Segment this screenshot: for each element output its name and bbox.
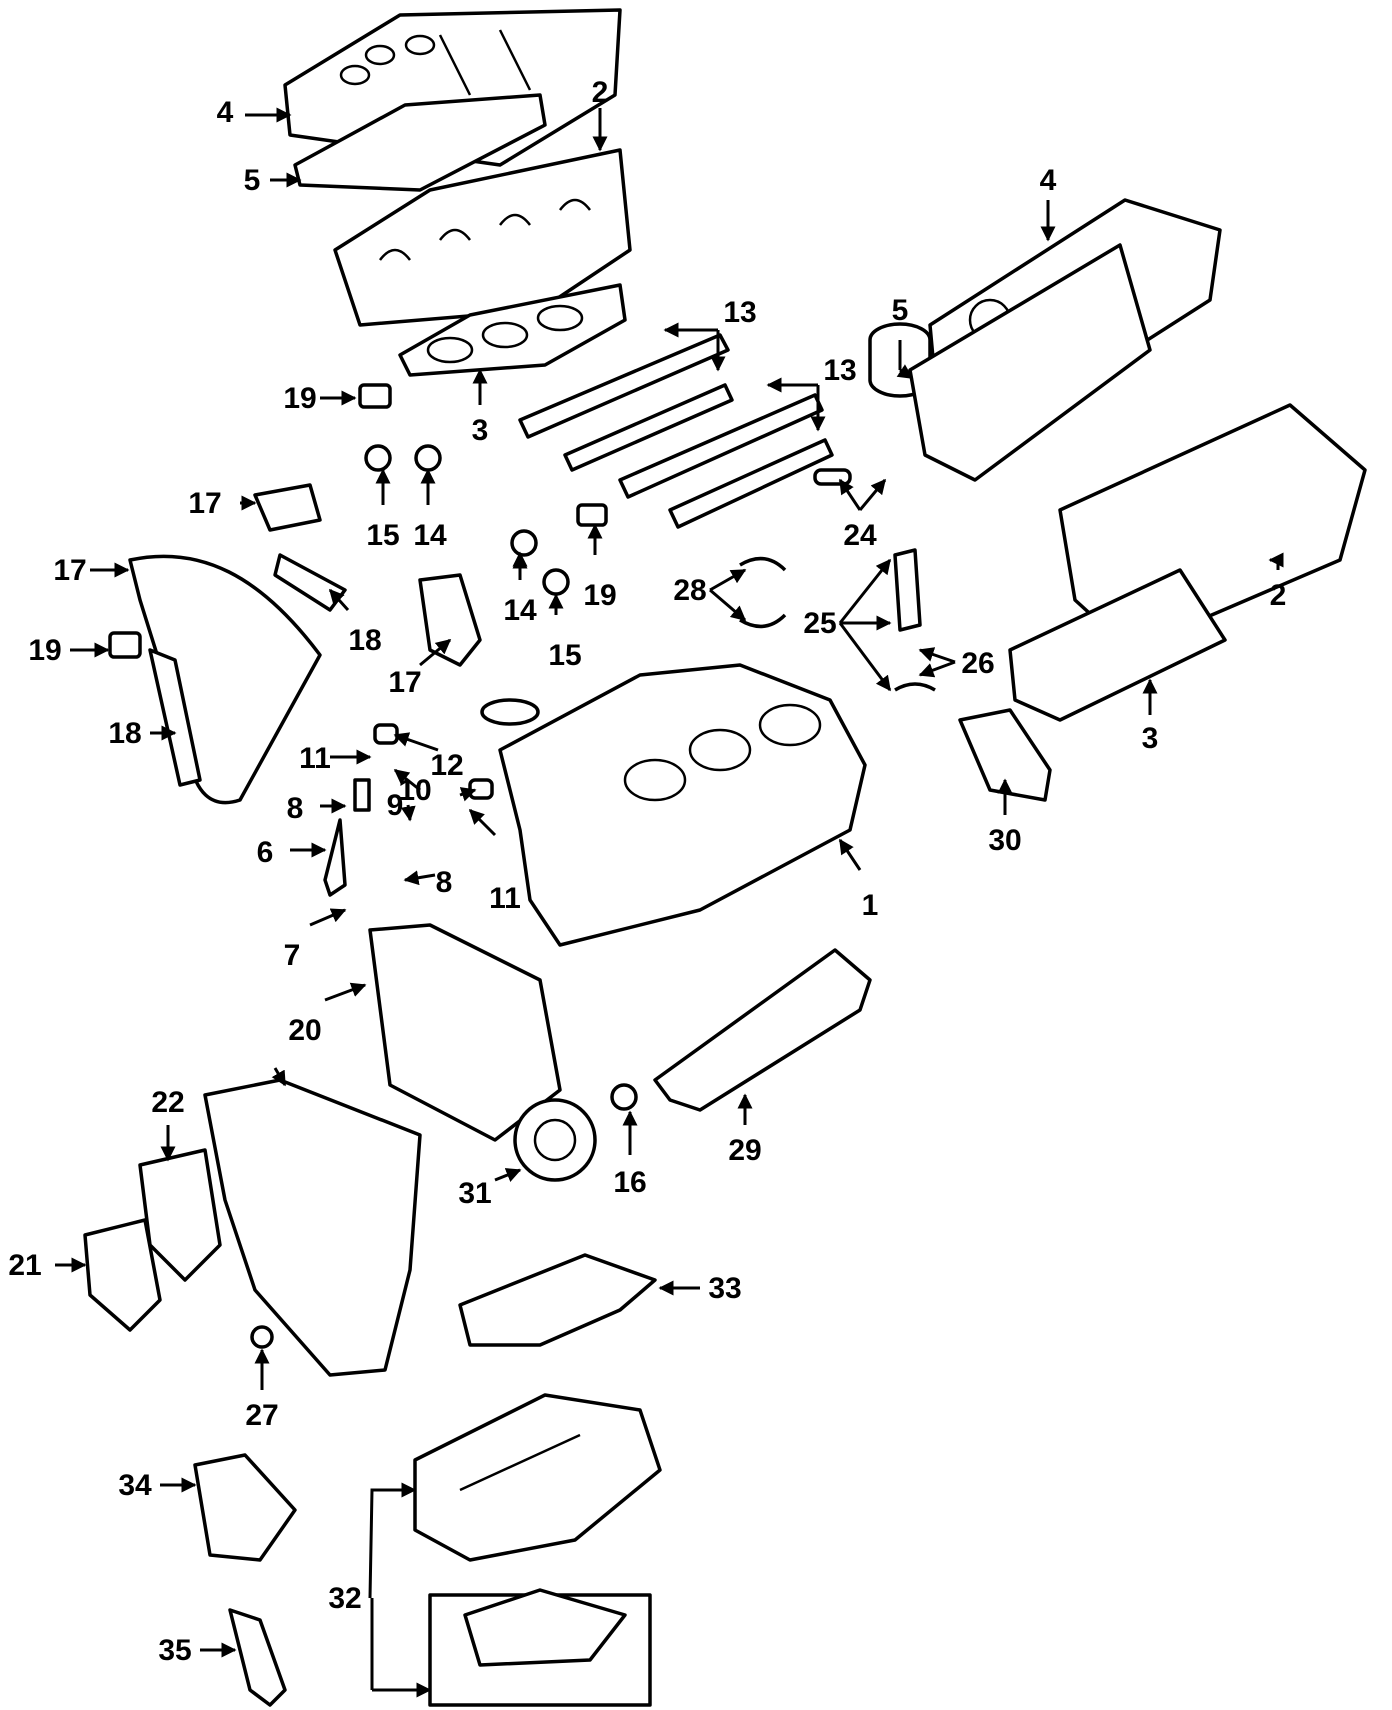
callout-19: 19 [583,579,616,612]
callout-18: 18 [348,624,381,657]
callouts-layer: 1 2 2 3 3 4 4 5 5 6 7 8 8 9 10 11 11 12 … [8,76,1286,1667]
callout-6: 6 [257,836,274,869]
valve-lifter [373,723,399,745]
camshafts [518,333,834,529]
callout-17: 17 [388,666,421,699]
callout-13: 13 [823,354,856,387]
intake-valve [323,818,347,897]
callout-3: 3 [472,414,489,447]
cam-sprocket-15a [364,444,392,472]
callout-33: 33 [708,1272,741,1305]
callout-30: 30 [988,824,1021,857]
front-crank-seal [250,1325,274,1349]
callout-24: 24 [843,519,877,552]
crank-sprocket [610,1083,638,1111]
callout-4: 4 [1040,164,1057,197]
oil-pump [193,1453,297,1562]
callout-14: 14 [503,594,537,627]
callout-13: 13 [723,296,756,329]
oil-pan [413,1393,662,1562]
cam-sprocket-14b [510,529,538,557]
callout-27: 27 [245,1399,278,1432]
parts-layer [83,8,1367,1707]
front-timing-cover [203,1078,422,1377]
callout-22: 22 [151,1086,184,1119]
rod-bearings [739,556,787,629]
callout-16: 16 [613,1166,646,1199]
callout-15: 15 [548,639,581,672]
cylinder-head-left [333,148,632,327]
callout-1: 1 [862,889,879,922]
callout-12: 12 [430,749,463,782]
callout-17: 17 [188,487,221,520]
callout-19: 19 [283,382,316,415]
engine-block [498,663,867,947]
callout-19: 19 [28,634,61,667]
callout-21: 21 [8,1249,41,1282]
callout-2: 2 [592,76,609,109]
callout-28: 28 [673,574,706,607]
chain-tensioner-upper [273,553,347,612]
piston [813,322,932,486]
rear-main-seal [958,708,1052,802]
callout-18: 18 [108,717,141,750]
callout-29: 29 [728,1134,761,1167]
crank-pulley [513,1098,597,1182]
callout-4: 4 [217,96,234,129]
cam-sprocket-14a [414,444,442,472]
cam-bracket-left [108,631,142,659]
lower-oil-pan [463,1588,627,1667]
callout-11: 11 [489,882,521,915]
crankshaft [653,948,872,1112]
callout-17: 17 [53,554,86,587]
callout-35: 35 [158,1634,191,1667]
timing-chain-guide [253,483,322,532]
callout-25: 25 [803,607,836,640]
callout-32: 32 [328,1582,361,1615]
timing-cover-inner [368,923,562,1142]
callout-8: 8 [287,792,304,825]
callout-9: 9 [387,789,404,822]
valve-spring [353,778,371,812]
callout-8: 8 [436,866,453,899]
cam-sprocket-15b [542,568,570,596]
callout-20: 20 [288,1014,321,1047]
oil-pickup [228,1608,287,1707]
rod-cap [894,682,936,692]
callout-15: 15 [366,519,399,552]
callout-3: 3 [1142,722,1159,755]
water-pump [83,1218,162,1332]
callout-2: 2 [1270,579,1287,612]
callout-11: 11 [299,742,331,775]
oil-baffle [458,1253,657,1347]
leaders-layer [55,107,1284,1698]
connecting-rod [893,548,922,632]
piston-rings [480,698,540,726]
head-gasket-left [398,283,627,377]
cam-bracket-upper [358,383,392,409]
cam-bracket-mid [576,503,608,527]
callout-31: 31 [458,1177,491,1210]
valve-cover-gasket-right [908,243,1152,482]
callout-26: 26 [961,647,994,680]
callout-10: 10 [398,774,431,807]
callout-34: 34 [118,1469,152,1502]
callout-7: 7 [284,939,301,972]
callout-14: 14 [413,519,447,552]
callout-5: 5 [892,294,909,327]
timing-chain-small [418,573,482,667]
callout-5: 5 [244,164,261,197]
